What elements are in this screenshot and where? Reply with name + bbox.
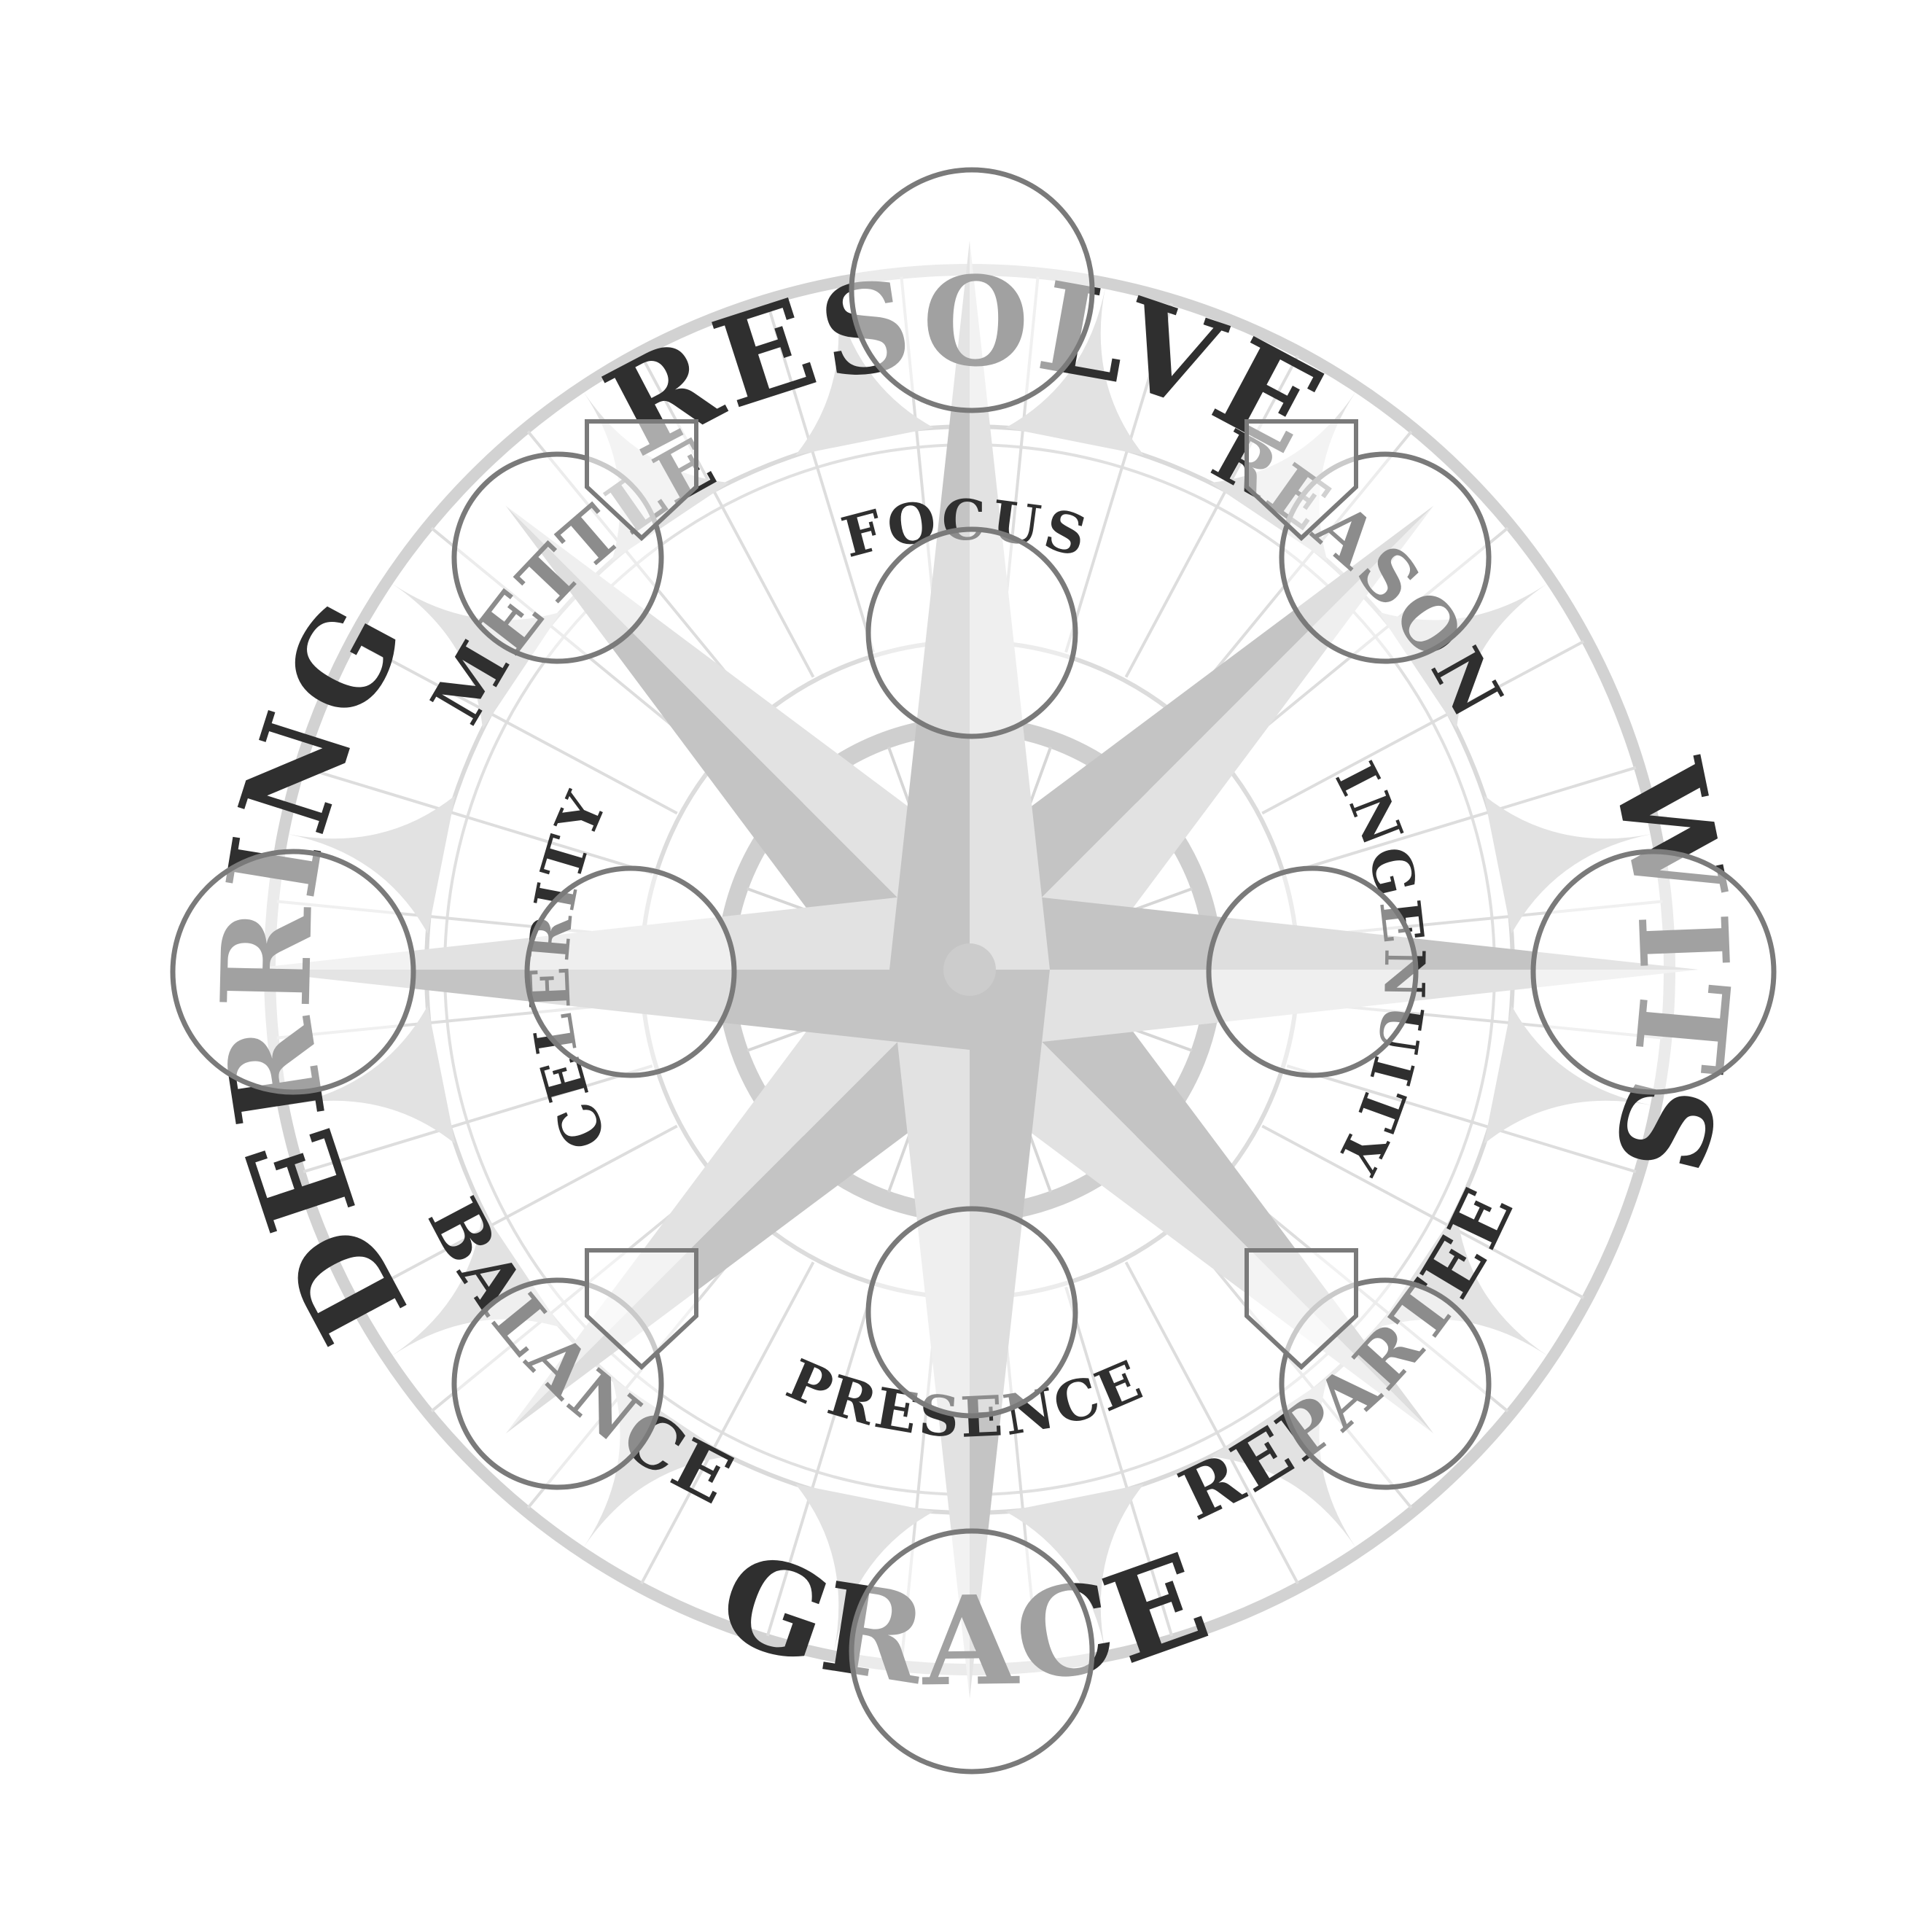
ring-tick bbox=[430, 1179, 714, 1413]
cardinal-point-dark bbox=[241, 970, 970, 1050]
ring-tick bbox=[430, 526, 714, 760]
ring-tick bbox=[1261, 640, 1585, 815]
ring-tick bbox=[1179, 1225, 1413, 1509]
presence-circle[interactable] bbox=[865, 1206, 1078, 1419]
petal bbox=[390, 583, 561, 729]
reason-shield[interactable] bbox=[1244, 419, 1358, 542]
ring-tick bbox=[303, 766, 653, 875]
celerity-circle[interactable] bbox=[524, 865, 737, 1078]
ring-tick bbox=[766, 1286, 875, 1637]
ring-tick bbox=[1225, 526, 1509, 760]
ring-tick bbox=[640, 1261, 815, 1585]
ingenuity-circle[interactable] bbox=[1206, 865, 1419, 1078]
ring-tick bbox=[1124, 1261, 1299, 1585]
cardinal-point-light bbox=[970, 241, 1050, 970]
derring-circle[interactable] bbox=[170, 849, 416, 1095]
ring-tick bbox=[1261, 1124, 1585, 1299]
ring-tick bbox=[354, 640, 678, 815]
ring-tick bbox=[1064, 1286, 1174, 1637]
ring-tick bbox=[303, 1064, 653, 1174]
petal bbox=[287, 1005, 456, 1144]
ring-tick bbox=[526, 430, 760, 714]
balance-shield[interactable] bbox=[585, 1248, 698, 1371]
petal bbox=[1005, 287, 1144, 456]
compass-rose-artwork bbox=[241, 241, 1699, 1699]
petal bbox=[583, 1378, 729, 1549]
cardinal-point-dark bbox=[970, 970, 1050, 1699]
ring-tick bbox=[354, 1124, 678, 1299]
ring-tick bbox=[1225, 1179, 1509, 1413]
ring-tick bbox=[1064, 303, 1174, 653]
petal bbox=[390, 1210, 561, 1357]
ring-tick bbox=[766, 303, 875, 653]
petal bbox=[1378, 1210, 1549, 1357]
ring-tick bbox=[1286, 1064, 1637, 1174]
wits-circle[interactable] bbox=[1530, 849, 1777, 1095]
resolve-circle[interactable] bbox=[849, 167, 1095, 413]
ring-tick bbox=[1286, 766, 1637, 875]
grace-circle[interactable] bbox=[849, 1528, 1095, 1775]
cardinal-point-light bbox=[241, 889, 970, 970]
petal bbox=[1484, 795, 1653, 934]
ring-tick bbox=[1124, 354, 1299, 678]
cardinal-point-light bbox=[889, 970, 970, 1699]
petal bbox=[1378, 583, 1549, 729]
cardinal-point-dark bbox=[970, 889, 1699, 970]
hub-center bbox=[943, 943, 996, 996]
focus-circle[interactable] bbox=[865, 526, 1078, 739]
petal bbox=[287, 795, 456, 934]
petal bbox=[1005, 1484, 1144, 1653]
repartee-shield[interactable] bbox=[1244, 1248, 1358, 1371]
petal bbox=[795, 287, 934, 456]
petal bbox=[1210, 1378, 1357, 1549]
petal bbox=[1484, 1005, 1653, 1144]
cardinal-compass-points bbox=[241, 241, 1699, 1699]
cardinal-point-light bbox=[970, 970, 1699, 1050]
ring-tick bbox=[1179, 430, 1413, 714]
mettle-shield[interactable] bbox=[585, 419, 698, 542]
petal bbox=[795, 1484, 934, 1653]
cardinal-point-dark bbox=[889, 241, 970, 970]
ring-tick bbox=[640, 354, 815, 678]
